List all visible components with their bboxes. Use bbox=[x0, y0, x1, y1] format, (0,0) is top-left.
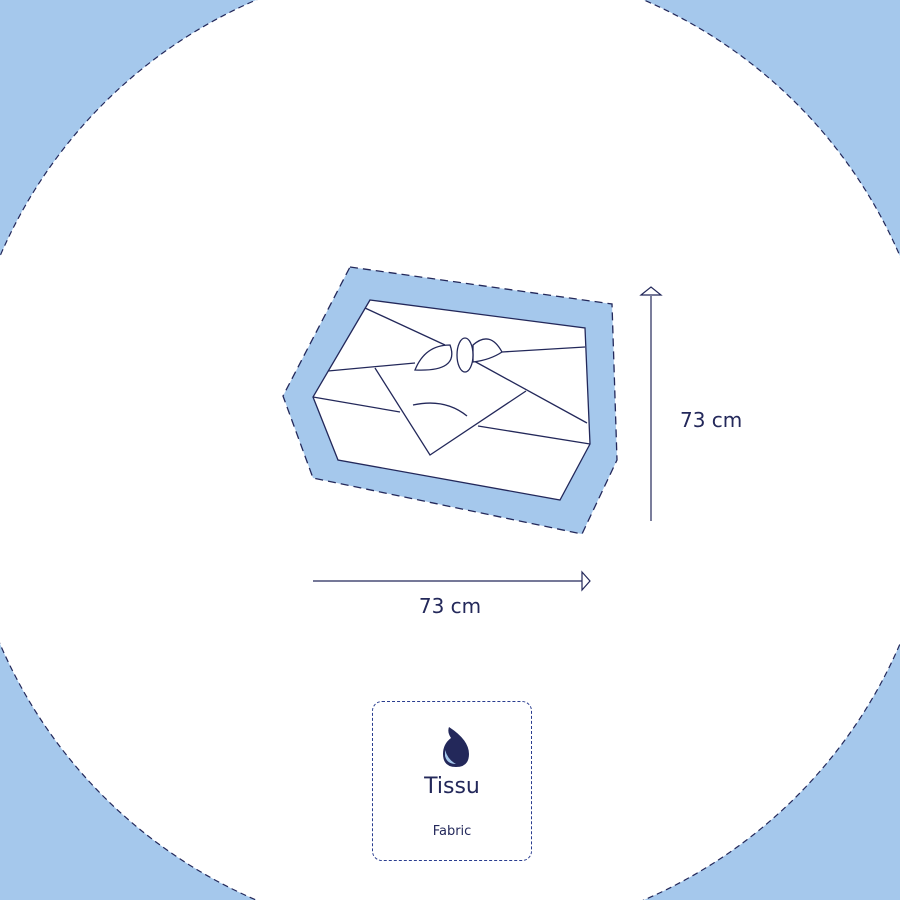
width-label: 73 cm bbox=[418, 594, 482, 618]
material-name: Tissu bbox=[424, 774, 480, 799]
height-arrow bbox=[639, 286, 663, 521]
furoshiki-box-illustration bbox=[282, 266, 618, 535]
height-label: 73 cm bbox=[680, 408, 743, 432]
material-translation: Fabric bbox=[432, 824, 472, 839]
water-drop-icon bbox=[443, 727, 469, 767]
material-card: Tissu Fabric bbox=[372, 701, 532, 861]
width-arrow bbox=[313, 570, 591, 592]
